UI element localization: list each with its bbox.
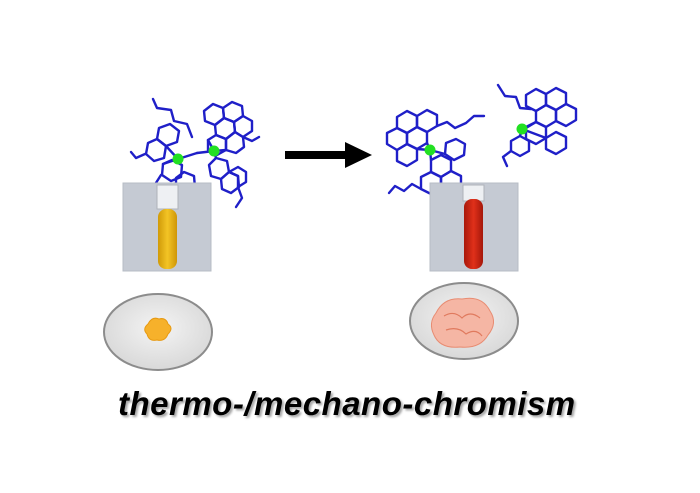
left-powder-dish	[103, 293, 213, 371]
right-metal-atom-1	[424, 144, 436, 156]
right-arrow-icon	[285, 142, 372, 168]
right-test-tube-photo	[429, 182, 519, 272]
left-metal-atom-1	[172, 153, 184, 165]
left-test-tube-photo	[122, 182, 212, 272]
right-molecule-structure	[385, 83, 578, 196]
right-powder-dish	[409, 282, 519, 360]
left-molecule-structure	[129, 97, 261, 224]
pink-powder	[430, 297, 494, 348]
yellow-powder	[144, 317, 172, 341]
right-metal-atom-2	[516, 123, 528, 135]
chromism-caption: thermo-/mechano-chromism	[118, 385, 576, 422]
left-metal-atom-2	[208, 145, 220, 157]
